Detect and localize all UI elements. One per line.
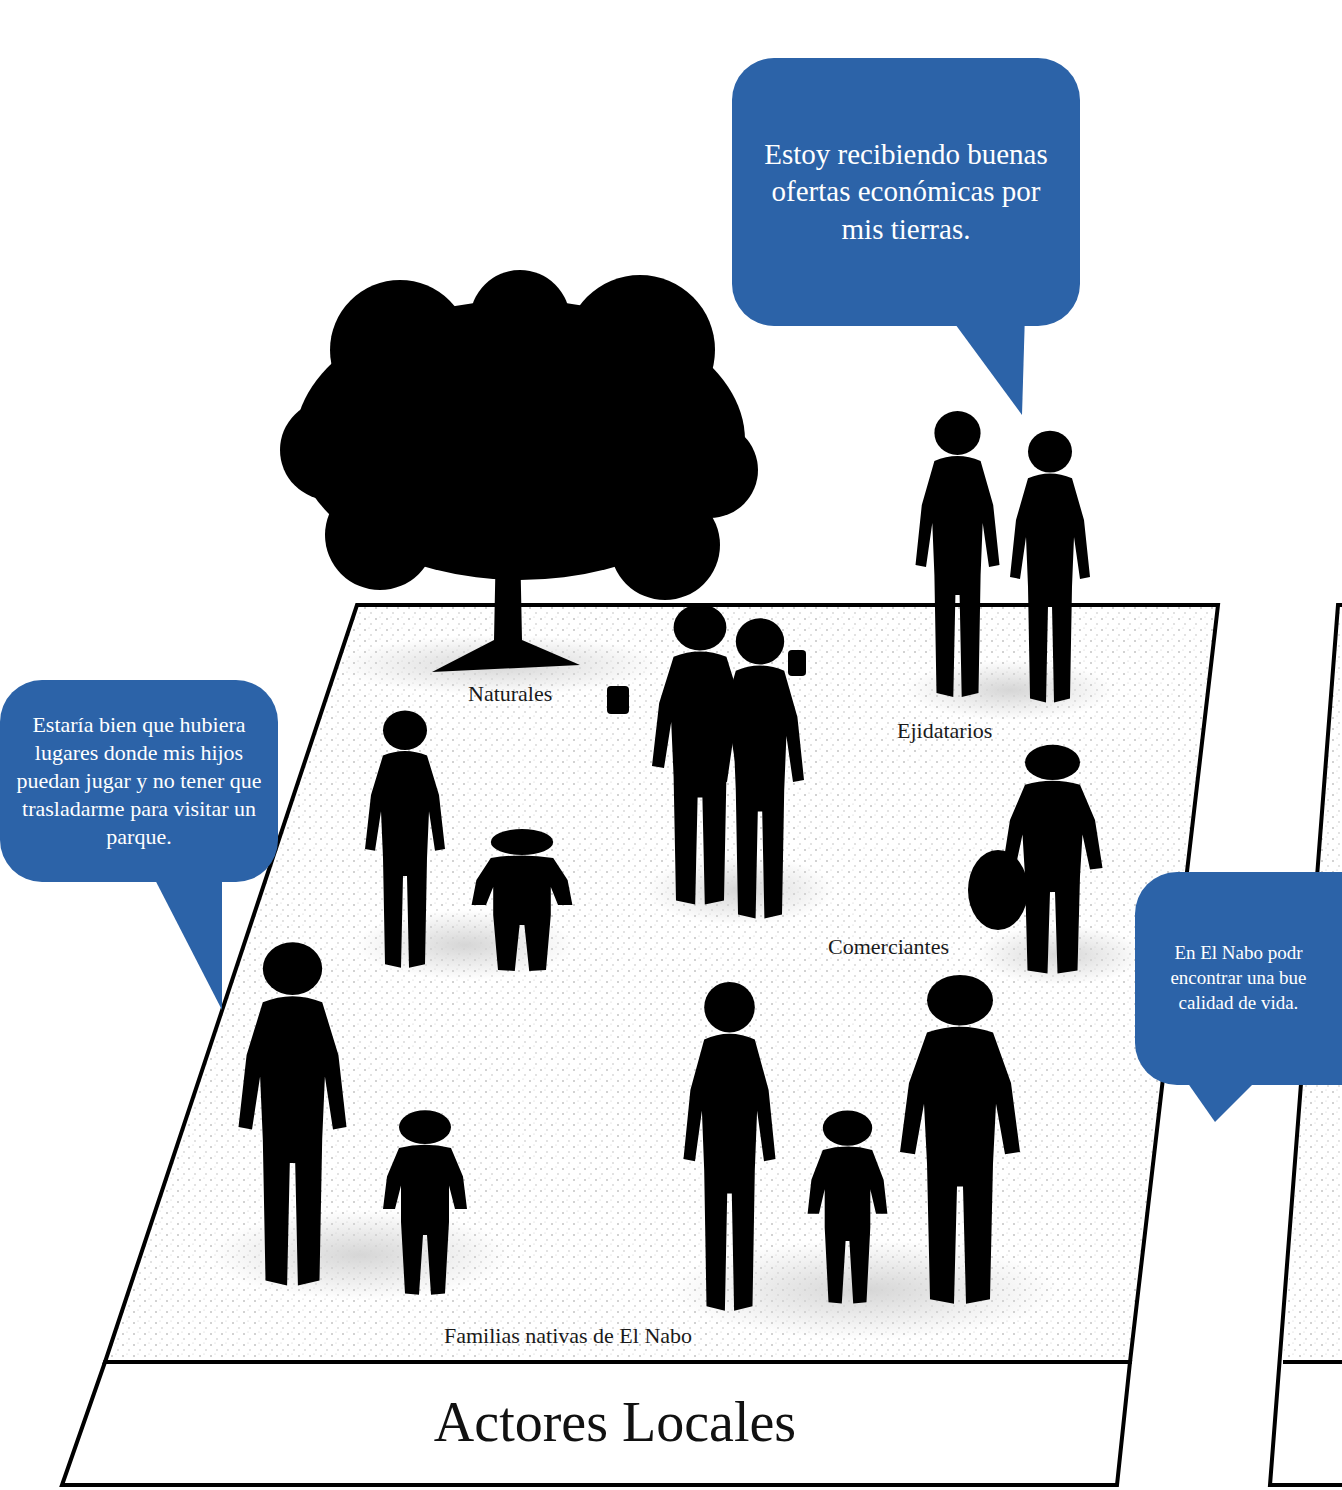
speech-bubble: En El Nabo podr encontrar una bue calida… — [1135, 872, 1342, 1085]
bubble-text: En El Nabo podr encontrar una bue calida… — [1149, 941, 1328, 1015]
title-band — [62, 1362, 1130, 1485]
group-label: Comerciantes — [828, 935, 949, 959]
group-label: Naturales — [468, 682, 552, 706]
bubble-tail — [150, 870, 222, 1010]
group-label: Familias nativas de El Nabo — [444, 1324, 692, 1348]
people — [239, 411, 1103, 1311]
bubble-body — [1135, 872, 1342, 1085]
group-label: Ejidatarios — [897, 719, 992, 743]
speech-bubble: Estaría bien que hubiera lugares donde m… — [0, 680, 278, 882]
bubble-text: Estoy recibiendo buenas ofertas económic… — [754, 136, 1058, 247]
next-panel-edge — [1283, 1360, 1342, 1364]
bubble-text: Estaría bien que hubiera lugares donde m… — [12, 711, 266, 852]
speech-bubble: Estoy recibiendo buenas ofertas económic… — [732, 58, 1080, 326]
title-band-label: Actores Locales — [150, 1368, 1080, 1478]
bubble-tail — [947, 313, 1025, 415]
bubble-body — [732, 58, 1080, 326]
bubble-body — [0, 680, 278, 882]
panel-title: Actores Locales — [434, 1392, 796, 1454]
